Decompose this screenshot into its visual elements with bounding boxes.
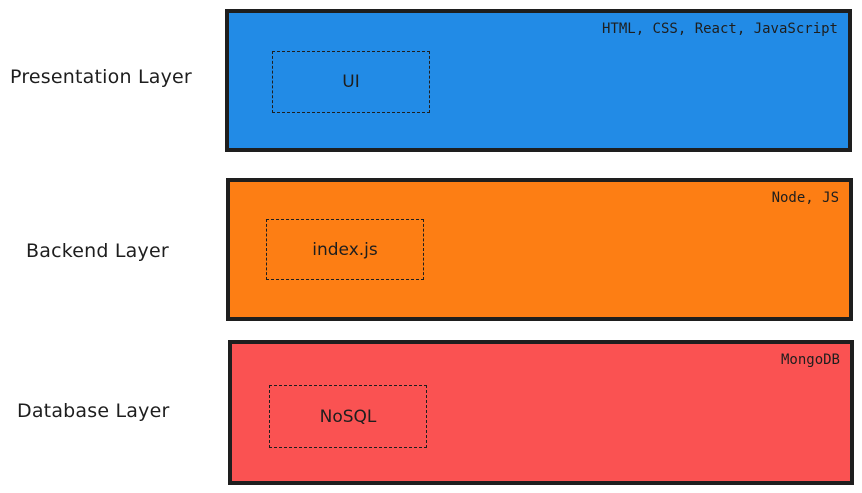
nosql-component-label: NoSQL <box>319 406 377 427</box>
index-js-component-box: index.js <box>266 219 424 280</box>
presentation-layer-box: HTML, CSS, React, JavaScript UI <box>225 9 852 152</box>
nosql-component-box: NoSQL <box>269 385 427 448</box>
ui-component-label: UI <box>342 72 360 92</box>
presentation-tech-label: HTML, CSS, React, JavaScript <box>601 21 838 37</box>
database-layer-box: MongoDB NoSQL <box>228 340 854 485</box>
index-js-component-label: index.js <box>312 239 378 260</box>
backend-layer-label: Backend Layer <box>26 240 169 262</box>
database-tech-label: MongoDB <box>780 352 840 368</box>
backend-tech-label: Node, JS <box>771 190 839 206</box>
presentation-layer-label: Presentation Layer <box>10 66 192 88</box>
backend-layer-box: Node, JS index.js <box>226 178 853 321</box>
database-layer-label: Database Layer <box>17 400 170 422</box>
ui-component-box: UI <box>272 51 430 113</box>
